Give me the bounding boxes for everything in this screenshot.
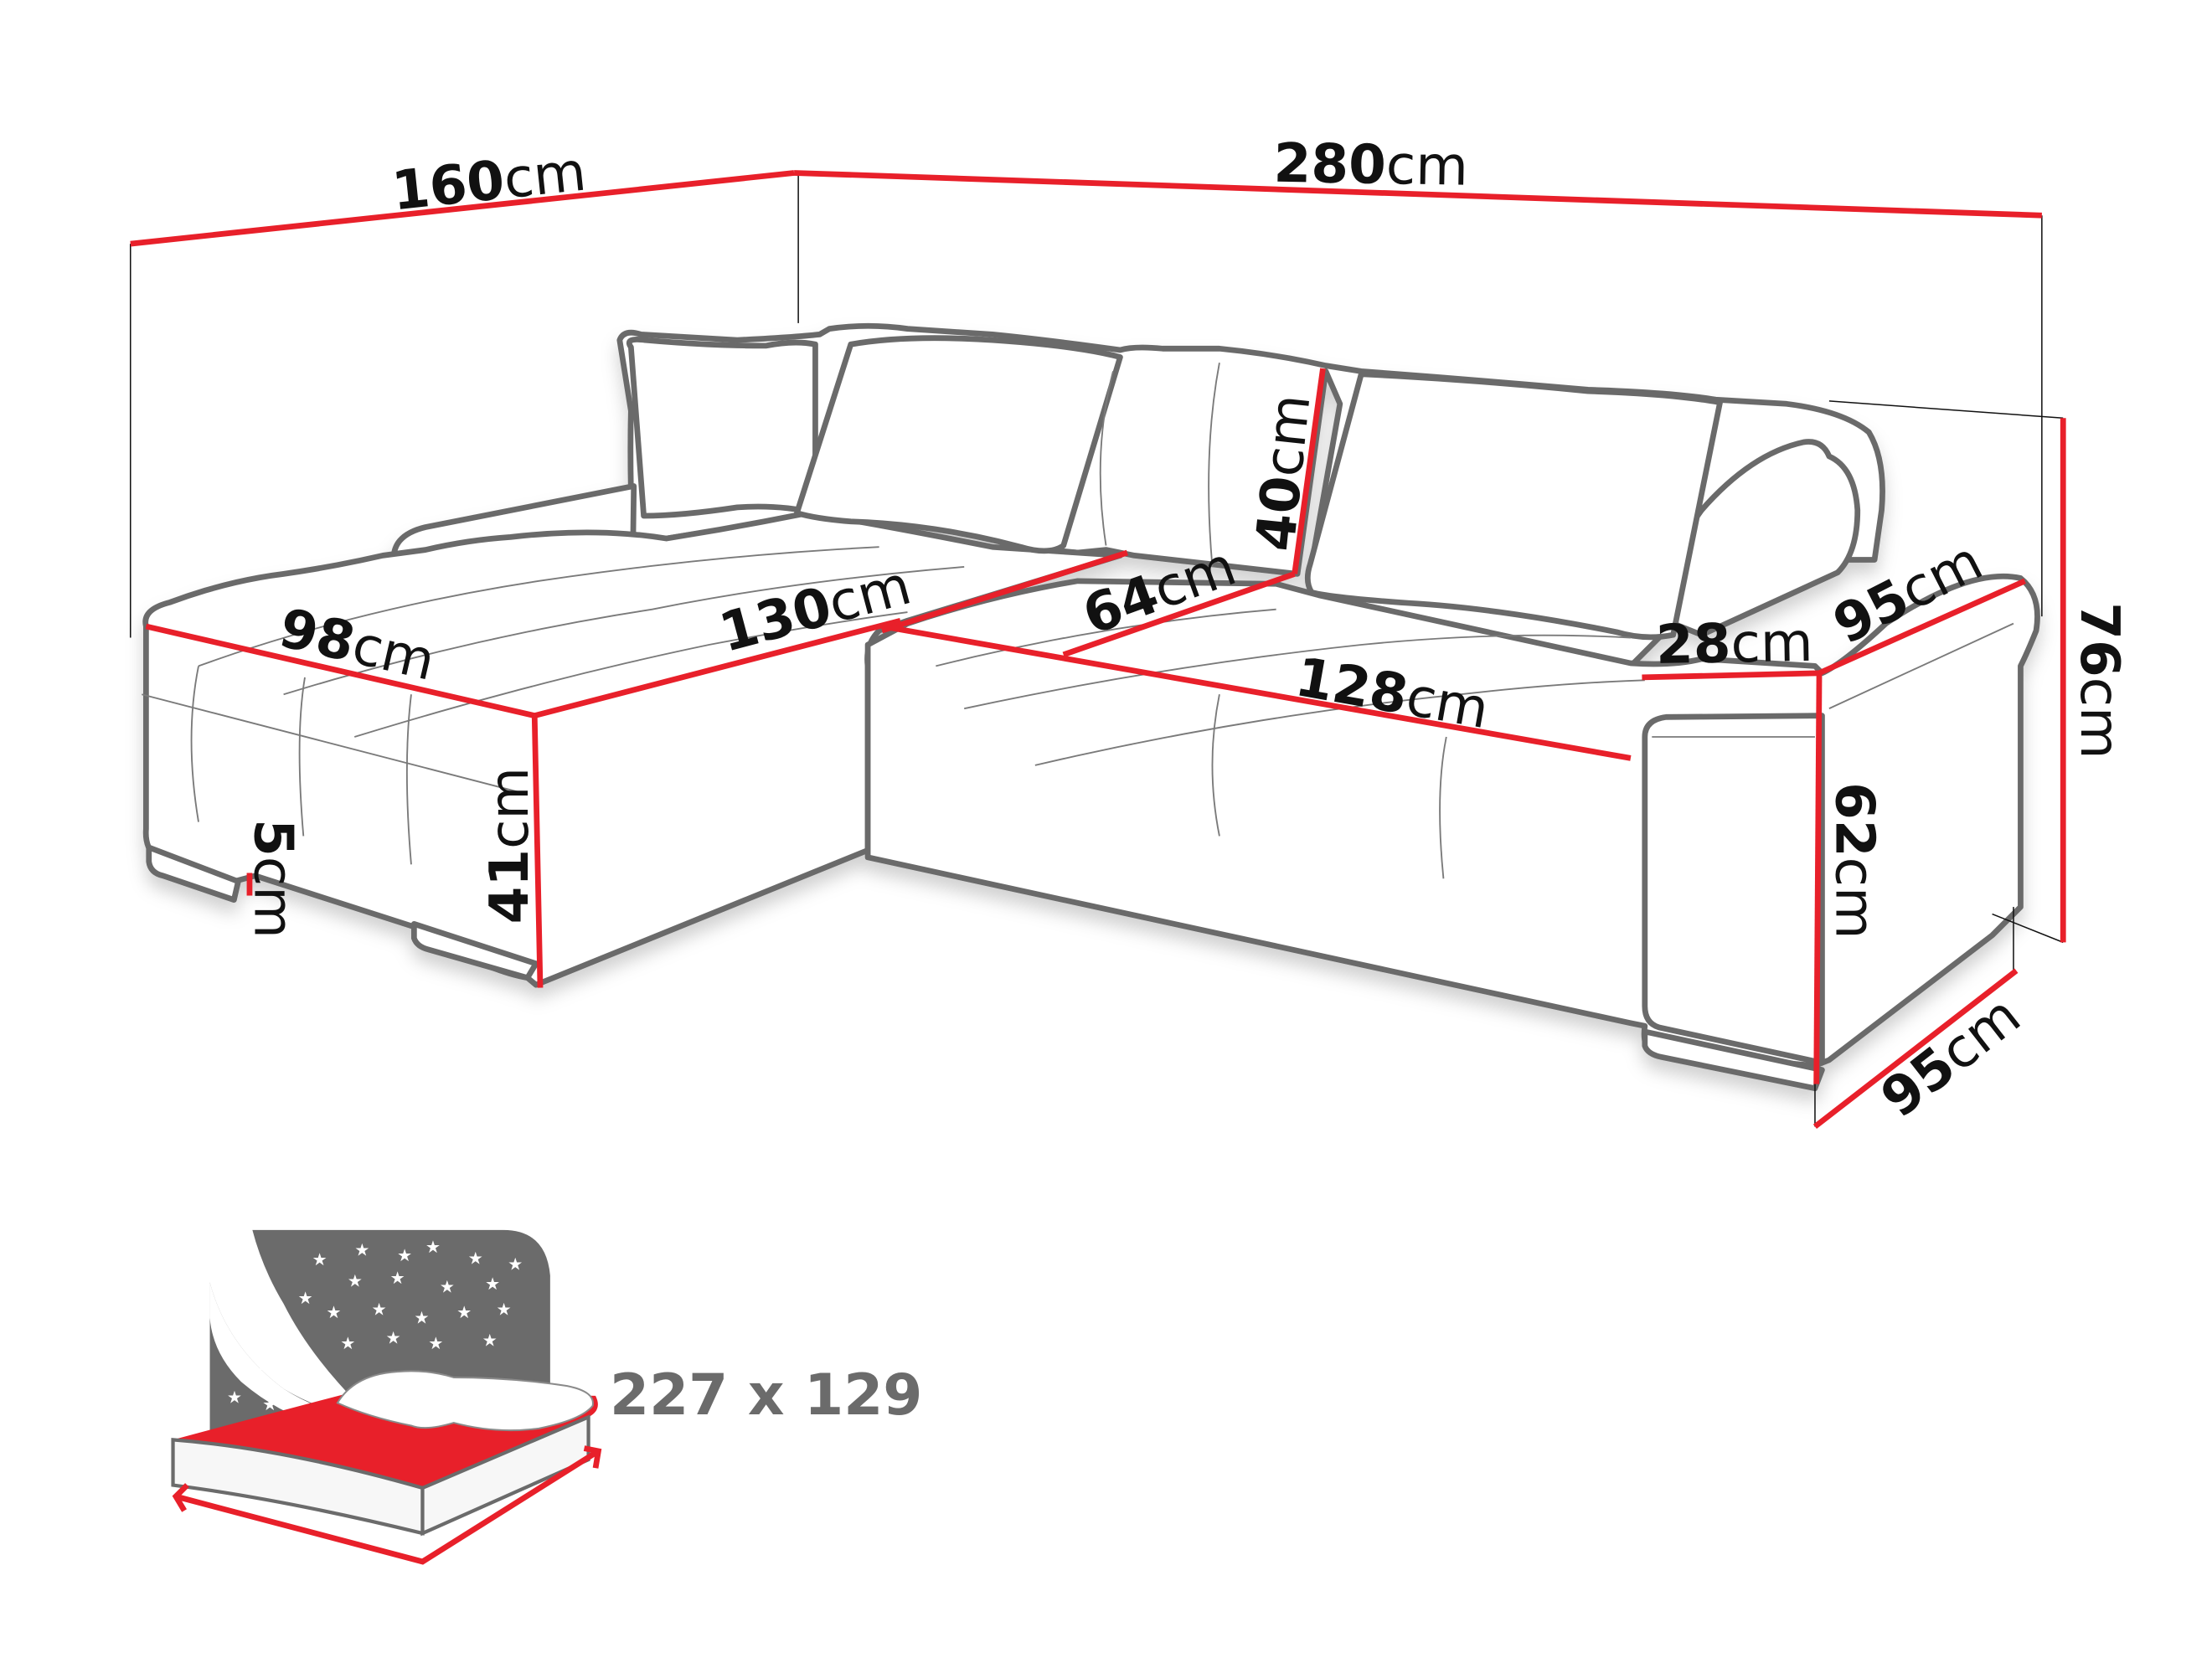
label-160: 160cm: [389, 141, 589, 224]
svg-text:★: ★: [284, 1331, 299, 1351]
svg-text:★: ★: [468, 1249, 483, 1269]
label-62: 62cm: [1823, 782, 1885, 939]
svg-text:★: ★: [385, 1327, 400, 1347]
sofa-illustration: [142, 322, 2040, 1092]
leg-chaise-corner: [410, 921, 539, 981]
svg-text:★: ★: [425, 1237, 441, 1257]
dimension-labels: 160cm 280cm 98cm 130cm 64cm 40cm 128cm 2…: [242, 132, 2132, 1130]
svg-text:★: ★: [340, 1333, 355, 1353]
svg-text:★: ★: [255, 1356, 271, 1376]
svg-text:★: ★: [397, 1245, 412, 1265]
label-76: 76cm: [2068, 602, 2131, 759]
svg-text:★: ★: [414, 1308, 429, 1328]
svg-text:★: ★: [497, 1299, 512, 1319]
svg-text:★: ★: [508, 1254, 523, 1274]
dim-line-95-bottom: [1812, 968, 2019, 1130]
leg-right: [1642, 1028, 1825, 1092]
label-28: 28cm: [1655, 611, 1813, 677]
tufting-lines: [142, 363, 2014, 879]
dim-line-130: [534, 617, 901, 718]
label-280: 280cm: [1273, 132, 1469, 198]
dim-line-62: [1813, 672, 1823, 1084]
dim-line-40: [1292, 368, 1326, 574]
svg-text:★: ★: [372, 1299, 387, 1319]
label-41: 41cm: [478, 767, 541, 924]
extension-lines: [129, 172, 2064, 1127]
leg-left-front: [146, 844, 241, 903]
dim-line-160: [130, 170, 795, 247]
svg-text:★: ★: [227, 1387, 242, 1407]
svg-text:★: ★: [262, 1394, 277, 1414]
label-128: 128cm: [1291, 646, 1493, 741]
curtain-curve-icon: [209, 1282, 372, 1432]
bed-night-icon: ★★★★ ★★★★ ★★★★ ★★★★ ★★★★ ★★★★ ★★★★ 227 x…: [171, 1229, 922, 1565]
dim-line-64: [1062, 571, 1296, 658]
dim-line-28: [1642, 670, 1820, 681]
svg-text:★: ★: [428, 1333, 443, 1353]
label-5: 5cm: [242, 819, 305, 939]
svg-text:★: ★: [354, 1239, 369, 1259]
back-pillow-middle: [794, 335, 1123, 554]
back-pillow-right: [1304, 371, 1723, 641]
bed-arrow-head-right: [583, 1445, 602, 1469]
bed-arrow-head-left: [172, 1483, 189, 1512]
dim-line-41: [531, 715, 544, 988]
svg-text:★: ★: [390, 1268, 405, 1288]
dim-line-128: [889, 625, 1632, 761]
dim-line-280: [793, 170, 2042, 219]
dim-line-98: [145, 623, 536, 718]
svg-text:★: ★: [298, 1288, 313, 1308]
svg-text:★: ★: [312, 1249, 327, 1269]
svg-text:★: ★: [301, 1362, 316, 1382]
svg-text:★: ★: [440, 1276, 455, 1296]
sleeping-area-label: 227 x 129: [610, 1362, 922, 1428]
pillow-icon: [336, 1370, 594, 1432]
right-armrest-front: [1642, 713, 1825, 1066]
svg-text:★: ★: [348, 1271, 363, 1291]
label-40: 40cm: [1244, 391, 1323, 554]
svg-text:★: ★: [456, 1302, 472, 1322]
bed-arrow-length: [175, 1449, 601, 1565]
svg-text:★: ★: [482, 1331, 498, 1351]
dim-line-95-top: [1818, 578, 2026, 676]
svg-text:★: ★: [326, 1302, 341, 1322]
dim-line-64-base: [880, 549, 1128, 634]
back-pillow-left: [626, 337, 818, 519]
dimension-lines: [130, 170, 2066, 1130]
svg-text:★: ★: [485, 1274, 500, 1294]
